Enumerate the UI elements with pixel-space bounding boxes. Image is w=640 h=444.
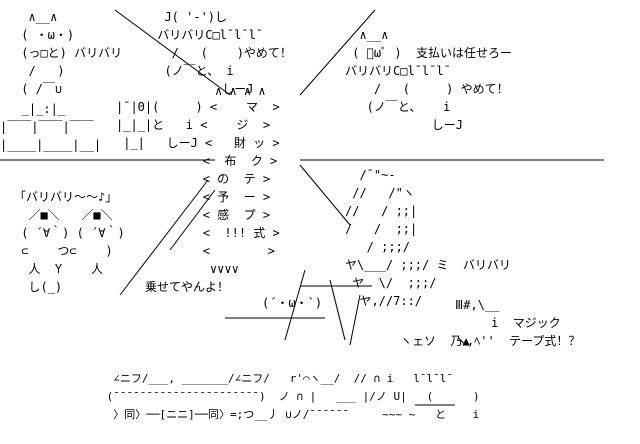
diagonal-line [284, 269, 306, 341]
shout-text: 乗せてやんよ！ [145, 280, 230, 294]
diagonal-line [169, 189, 216, 251]
diagonal-line [114, 9, 231, 96]
wallet-center: |¯|Θ|( ) < マ > |_|_|と i < ジ > |_| しーJ < … [116, 100, 280, 276]
cat-left: ∧__∧ ( ・ω・) (っ□と) バリバリ / ) ( /￣∪ [21, 10, 123, 96]
diagonal-line [349, 294, 361, 346]
top-arrows: ∧ ∧ ∧ ∧ [215, 84, 266, 98]
bottom-marks: ヽェソ 乃▲ [400, 334, 470, 348]
magic-tape: Ⅲ#,\__ i マジック ヽ,ﾍ'' テープ式！？ [455, 298, 581, 348]
boxes-left: _|_:|_ |￣￣|￣￣|￣￣ |____|____|__| [0, 102, 102, 152]
cat-top: J( '-')し バリバリC□l¯l¯l¯ / ( )やめて！ (ノ￣と、 i … [157, 10, 292, 96]
main-cat: (´・ω・`) [262, 296, 323, 310]
diagonal-line [119, 179, 209, 296]
bottom-row: ∠ニフ/___, _______/∠ニフ/ r'⌒ヽ__/ // ∩ i l¯l… [106, 372, 480, 421]
diagonal-line [329, 279, 346, 341]
cat-right-top: ∧__∧ ( ﾟωﾟ ) 支払いは任せろー バリバリC□l¯l¯l¯ / ( )… [345, 28, 513, 132]
diagonal-line [299, 9, 376, 96]
diagonal-line [299, 164, 351, 226]
music-cats: 「バリバリ～～♪」 ／■＼ ／■＼ ( ´∀｀) ( ´∀｀) ⊂ つ⊂ ) 人… [14, 190, 125, 294]
tape-roll: /¯"~- // /"ヽ // / ;;| / / ;;| / ;;;/ ヤ\_… [345, 168, 511, 308]
